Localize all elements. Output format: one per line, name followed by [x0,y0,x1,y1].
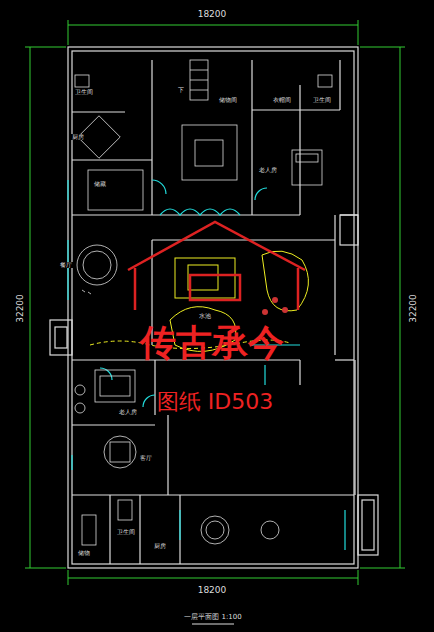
room-label: 厨房 [153,543,167,549]
room-label: 老人房 [118,409,138,415]
watermark: 图纸 ID503 [157,391,273,413]
room-label: 卫生间 [116,529,136,535]
room-label: 储藏 [93,181,107,187]
room-label: 储物间 [218,97,238,103]
room-label: 老人房 [258,167,278,173]
dimension: 18200 [197,10,228,19]
room-label: 厨房 [71,134,85,140]
room-label: 餐厅 [59,262,73,268]
room-label: 卫生间 [312,97,332,103]
caption: 一层平面图 1:100 [184,614,241,621]
dimension: 18200 [197,586,228,595]
room-label: 卫生间 [74,89,94,95]
room-label: 水池 [198,313,212,319]
room-label: 储物 [77,550,91,556]
room-label: 衣帽间 [272,97,292,103]
dimension: 32200 [15,293,24,324]
room-label: 下 [177,87,185,93]
watermark: 传古承今 [140,325,284,361]
dimension: 32200 [408,293,417,324]
room-label: 客厅 [139,455,153,461]
